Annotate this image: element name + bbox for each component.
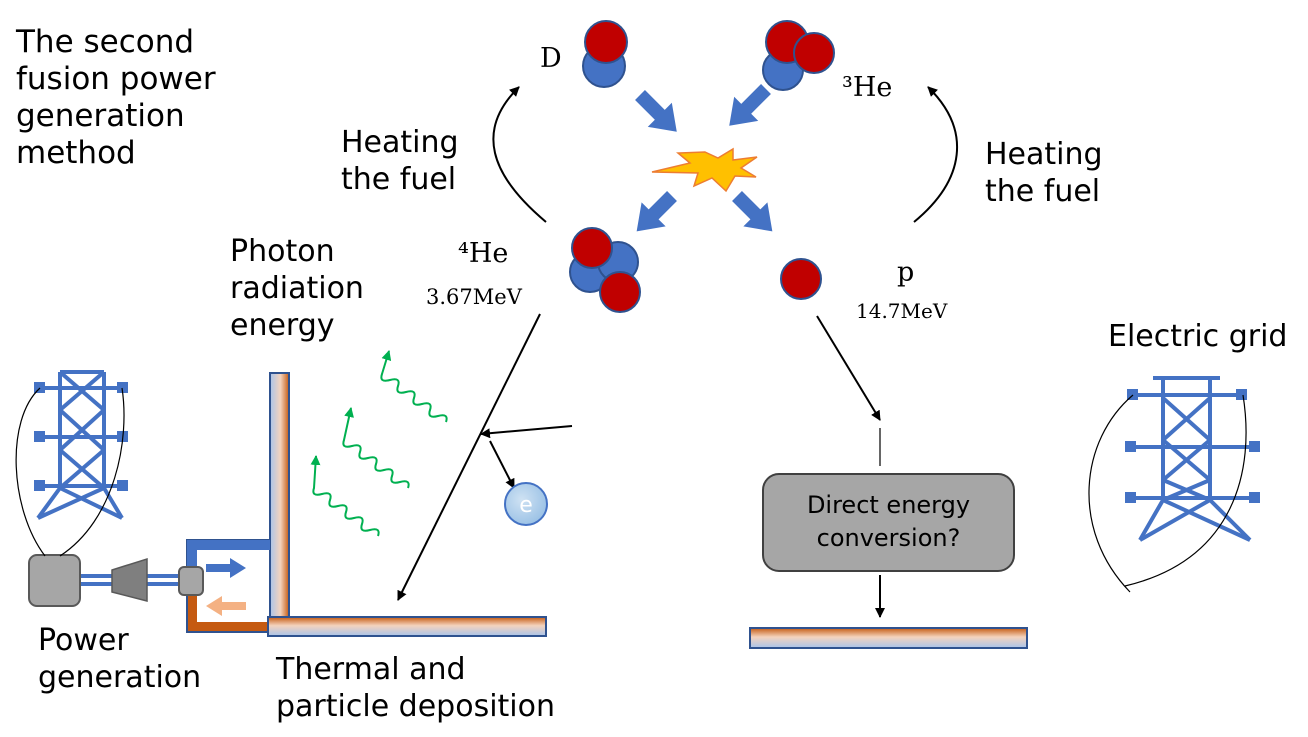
heating-arrow-left	[492, 86, 547, 223]
reactant-arrow-left	[635, 90, 677, 132]
product-arrow-left	[636, 191, 677, 232]
electron-particle: e	[504, 482, 548, 526]
heating-right-label: Heating the fuel	[985, 137, 1103, 209]
helium3-nucleus	[762, 20, 835, 91]
photon-waves	[310, 350, 448, 537]
proton-energy: 14.7MeV	[856, 299, 948, 323]
deuterium-label: D	[540, 43, 562, 74]
reaction-arrows	[635, 84, 773, 232]
deuterium-nucleus	[582, 20, 628, 88]
electric-grid-label: Electric grid	[1108, 319, 1288, 354]
photon-wave-icon	[342, 407, 410, 489]
coolant-return-arrow	[206, 596, 246, 616]
cable-left-2	[59, 387, 125, 557]
helium4-label: ⁴He	[458, 238, 509, 269]
proton-particle	[780, 258, 822, 300]
power-generation-label: Power generation	[38, 623, 202, 695]
proton-label: p	[897, 257, 915, 288]
proton-trajectory-arrow	[816, 315, 881, 421]
photon-wave-icon	[310, 455, 380, 537]
cable-right	[1088, 394, 1134, 593]
turbine-icon	[111, 557, 148, 602]
direct-conversion-label: Direct energy conversion?	[806, 491, 971, 552]
pylon-right-icon	[1130, 376, 1255, 542]
product-arrow-right	[732, 191, 773, 232]
electron-scatter-arrow	[489, 440, 515, 489]
pylon-right-insulators	[1125, 389, 1260, 503]
collision-arrow	[480, 425, 573, 439]
generator-icon	[28, 554, 81, 607]
helium4-nucleus	[569, 227, 641, 313]
heating-left-label: Heating the fuel	[341, 125, 459, 197]
pump-icon	[178, 566, 204, 596]
diagram-title: The second fusion power generation metho…	[16, 24, 216, 171]
cable-right-2	[1124, 394, 1247, 587]
alpha-trajectory-arrow	[397, 313, 541, 601]
thermal-deposition-label: Thermal and particle deposition	[276, 652, 556, 724]
pylon-left-icon	[36, 370, 124, 520]
helium4-energy: 3.67MeV	[426, 285, 522, 309]
coolant-out-arrow	[206, 558, 246, 578]
power-generator	[28, 554, 204, 607]
cable-left	[15, 387, 46, 557]
collector-plate	[749, 627, 1028, 649]
photon-wave-icon	[380, 350, 448, 423]
direct-conversion-box	[762, 473, 1015, 572]
svg-text:e: e	[519, 493, 533, 518]
helium3-label: ³He	[842, 72, 893, 103]
photon-energy-label: Photon radiation energy	[230, 234, 364, 343]
fusion-burst-icon	[651, 147, 758, 193]
reactant-arrow-right	[729, 84, 771, 126]
heating-arrow-right	[913, 86, 959, 223]
